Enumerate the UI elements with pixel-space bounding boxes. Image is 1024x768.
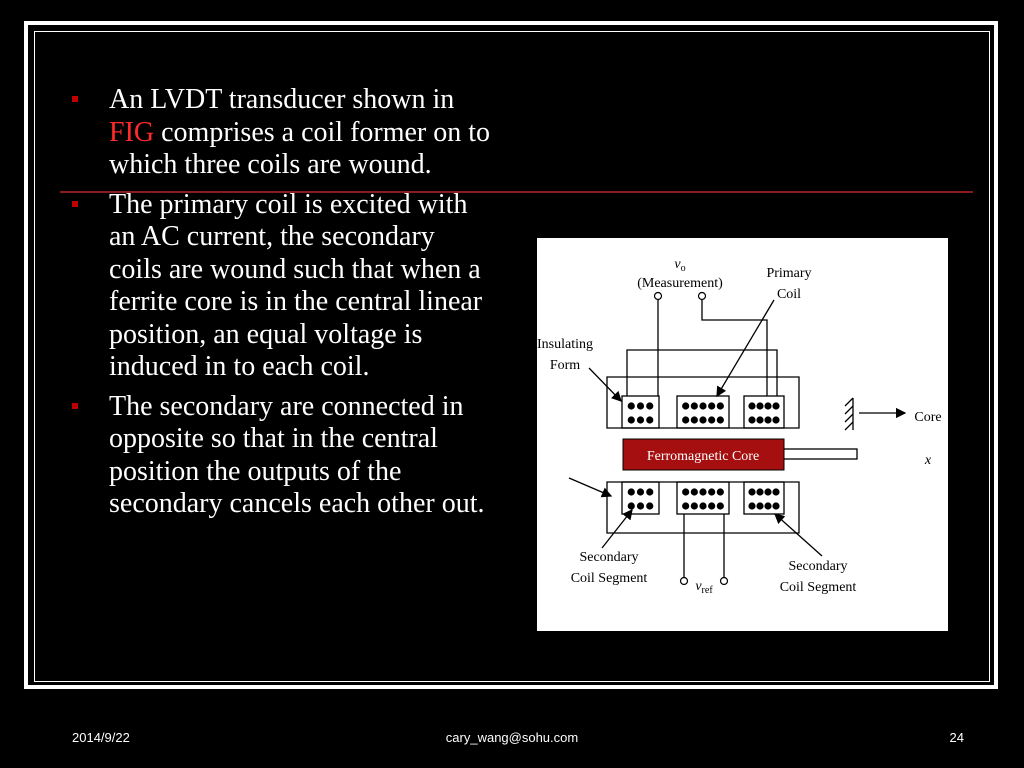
coil-winding-dot xyxy=(716,402,724,410)
coil-winding-dot xyxy=(627,502,635,510)
primary-coil-label-2: Coil xyxy=(777,287,801,302)
coil-winding-dot xyxy=(682,488,690,496)
coil-winding-dot xyxy=(627,488,635,496)
coil-winding-dot xyxy=(646,488,654,496)
coil-winding-dot xyxy=(748,502,756,510)
coil-winding-dot xyxy=(748,402,756,410)
coil-winding-dot xyxy=(690,502,698,510)
bullet-item-3: The secondary are connected in opposite … xyxy=(72,391,492,521)
coil-winding-dot xyxy=(699,416,707,424)
secondary-left-label-2: Coil Segment xyxy=(571,571,648,586)
slide-inner-border xyxy=(34,31,990,682)
coil-winding-dot xyxy=(636,416,645,424)
coil-winding-dot xyxy=(682,416,690,424)
footer-page-number: 24 xyxy=(949,730,964,745)
secondary-right-label-2: Coil Segment xyxy=(780,580,857,595)
coil-winding-dot xyxy=(716,416,724,424)
footer-email: cary_wang@sohu.com xyxy=(445,730,579,745)
coil-winding-dot xyxy=(716,502,724,510)
vref-label: vref xyxy=(695,579,713,596)
insulating-form-label-1: Insulating xyxy=(537,337,593,352)
bullet-list: An LVDT transducer shown in FIG comprise… xyxy=(72,84,492,528)
coil-winding-dot xyxy=(764,502,772,510)
secondary-left-label-1: Secondary xyxy=(579,550,638,565)
coil-winding-dot xyxy=(690,488,698,496)
core-label: Core xyxy=(914,410,941,425)
coil-winding-dot xyxy=(690,402,698,410)
bullet-item-1: An LVDT transducer shown in FIG comprise… xyxy=(72,84,492,182)
coil-winding-dot xyxy=(772,402,780,410)
coil-winding-dot xyxy=(708,402,716,410)
coil-winding-dot xyxy=(636,502,645,510)
coil-winding-dot xyxy=(748,416,756,424)
bullet-3-text: The secondary are connected in opposite … xyxy=(109,390,485,520)
coil-winding-dot xyxy=(772,502,780,510)
coil-winding-dot xyxy=(699,502,707,510)
coil-winding-dot xyxy=(772,488,780,496)
coil-winding-dot xyxy=(690,416,698,424)
bullet-1-text-b: comprises a coil former on to which thre… xyxy=(109,116,491,181)
coil-winding-dot xyxy=(708,502,716,510)
coil-winding-dot xyxy=(682,402,690,410)
ferromagnetic-core-label: Ferromagnetic Core xyxy=(647,449,759,464)
bullet-square-icon xyxy=(72,200,78,207)
x-label: x xyxy=(924,453,932,468)
coil-winding-dot xyxy=(636,402,645,410)
coil-winding-dot xyxy=(708,488,716,496)
secondary-right-label-1: Secondary xyxy=(788,559,847,574)
vo-label: vo xyxy=(674,257,685,274)
coil-winding-dot xyxy=(756,402,764,410)
measurement-label: (Measurement) xyxy=(637,276,723,291)
insulating-form-label-2: Form xyxy=(550,358,580,373)
slide-outer-border xyxy=(24,21,998,689)
fig-reference-link[interactable]: FIG xyxy=(109,116,155,148)
coil-winding-dot xyxy=(636,488,645,496)
coil-winding-dot xyxy=(756,416,764,424)
coil-winding-dot xyxy=(764,488,772,496)
coil-winding-dot xyxy=(764,402,772,410)
ferromagnetic-core xyxy=(622,438,785,471)
coil-winding-dot xyxy=(772,416,780,424)
coil-winding-dot xyxy=(699,488,707,496)
coil-winding-dot xyxy=(646,502,654,510)
coil-winding-dot xyxy=(627,402,635,410)
coil-winding-dot xyxy=(682,502,690,510)
coil-winding-dot xyxy=(646,402,654,410)
coil-winding-dot xyxy=(708,416,716,424)
coil-winding-dot xyxy=(627,416,635,424)
bullet-item-2: The primary coil is excited with an AC c… xyxy=(72,189,492,384)
coil-winding-dot xyxy=(748,488,756,496)
coil-winding-dot xyxy=(699,402,707,410)
bullet-square-icon xyxy=(72,402,78,409)
coil-winding-dot xyxy=(716,488,724,496)
primary-coil-label-1: Primary xyxy=(766,266,811,281)
coil-winding-dot xyxy=(756,488,764,496)
bullet-2-text: The primary coil is excited with an AC c… xyxy=(109,188,483,383)
lvdt-diagram: Ferromagnetic Core vo (Measurement) Prim… xyxy=(537,257,942,596)
lvdt-figure: Ferromagnetic Core vo (Measurement) Prim… xyxy=(537,238,948,631)
footer-date: 2014/9/22 xyxy=(72,730,130,745)
title-divider-line xyxy=(60,191,973,193)
coil-winding-dot xyxy=(646,416,654,424)
coil-winding-dot xyxy=(756,502,764,510)
coil-winding-dot xyxy=(764,416,772,424)
bullet-square-icon xyxy=(72,96,78,102)
bullet-1-text-a: An LVDT transducer shown in xyxy=(109,84,455,115)
